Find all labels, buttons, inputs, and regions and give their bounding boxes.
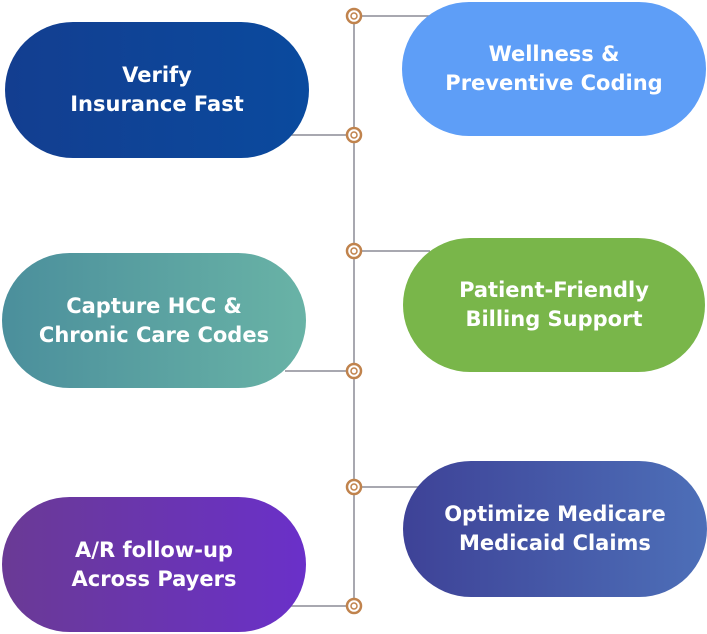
connector-node-inner-1 xyxy=(350,12,358,20)
item-label: Capture HCC &Chronic Care Codes xyxy=(38,293,270,347)
connector-node-inner-6 xyxy=(350,602,358,610)
item-label: Wellness &Preventive Coding xyxy=(445,42,663,95)
connector-nodes xyxy=(345,7,363,615)
connector-node-inner-3 xyxy=(350,247,358,255)
connector-node-inner-4 xyxy=(350,367,358,375)
item-wellness-coding: Wellness &Preventive Coding xyxy=(402,2,706,136)
item-hcc-codes: Capture HCC &Chronic Care Codes xyxy=(2,253,306,388)
connector-node-inner-2 xyxy=(350,131,358,139)
connector-node-inner-5 xyxy=(350,483,358,491)
